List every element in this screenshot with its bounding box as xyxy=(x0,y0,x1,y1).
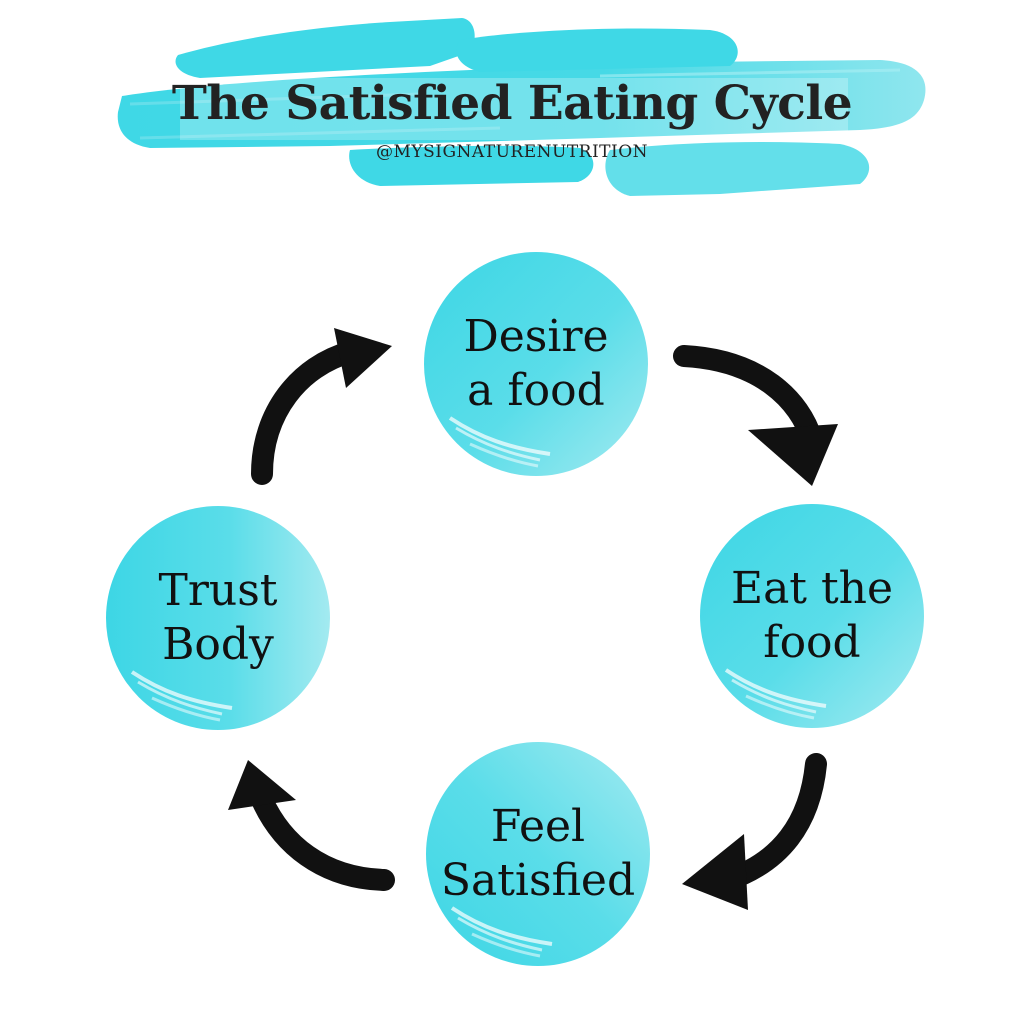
cycle-step-trust: Trust Body xyxy=(102,502,334,734)
step-label-line1: Eat the xyxy=(730,563,894,614)
brand-handle: @MYSIGNATURENUTRITION xyxy=(375,142,649,162)
curved-arrow-icon xyxy=(228,760,395,891)
step-label-line1: Desire xyxy=(463,311,609,362)
curved-arrow-icon xyxy=(251,328,392,485)
title-brush-stroke xyxy=(117,18,926,196)
step-label-line1: Feel xyxy=(490,801,586,852)
page-title: The Satisfied Eating Cycle xyxy=(171,76,853,131)
cycle-step-eat: Eat the food xyxy=(696,500,928,732)
step-label-line2: food xyxy=(763,617,861,668)
brush-circle-icon xyxy=(424,252,648,476)
brush-circle-icon xyxy=(426,742,650,966)
step-label-line2: Body xyxy=(162,619,274,670)
step-label-line2: Satisfied xyxy=(440,855,636,906)
cycle-step-feel: Feel Satisfied xyxy=(422,738,654,970)
cycle-step-desire: Desire a food xyxy=(420,248,652,480)
step-label-line2: a food xyxy=(467,365,605,416)
curved-arrow-icon xyxy=(682,753,827,910)
brush-circle-icon xyxy=(106,506,330,730)
brush-circle-icon xyxy=(700,504,924,728)
curved-arrow-icon xyxy=(673,345,838,486)
step-label-line1: Trust xyxy=(158,565,278,616)
